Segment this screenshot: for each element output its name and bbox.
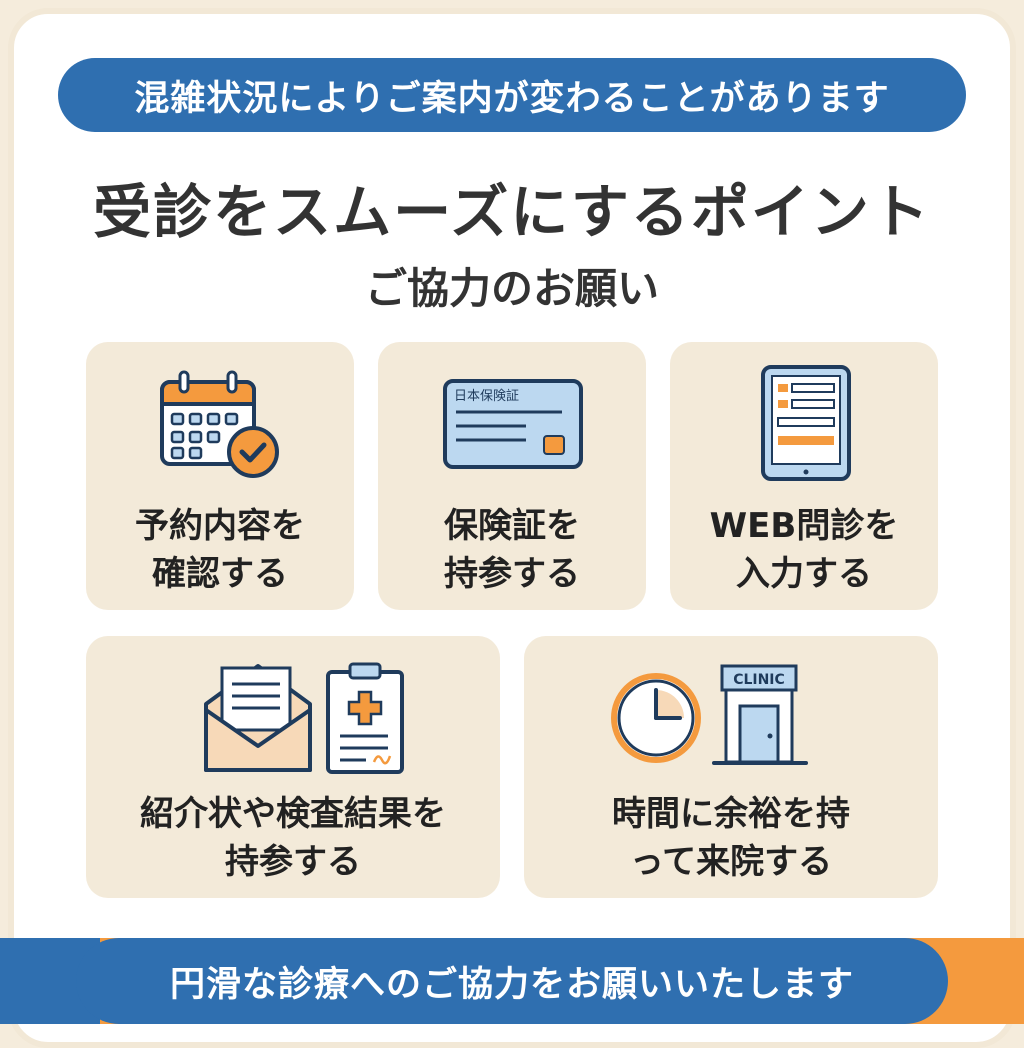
envelope-clipboard-icon: [204, 662, 404, 774]
card-label: 時間に余裕を持 って来院する: [612, 794, 850, 882]
card-text: 日本保険証: [454, 389, 519, 404]
insurance-card-icon: 日本保険証: [443, 379, 583, 469]
footer: 円滑な診療へのご協力をお願いいたします: [0, 938, 1024, 1024]
tablet-form-icon: [761, 365, 851, 481]
card-confirm-reservation: 予約内容を 確認する: [86, 342, 354, 610]
clinic-sign-text: CLINIC: [733, 672, 785, 688]
footer-banner: 円滑な診療へのご協力をお願いいたします: [76, 938, 948, 1024]
card-arrive-early: CLINIC 時間に余裕を持 って来院する: [524, 636, 938, 898]
card-label: 紹介状や検査結果を 持参する: [140, 794, 446, 882]
card-bring-insurance: 日本保険証 保険証を 持参する: [378, 342, 646, 610]
card-label: 予約内容を 確認する: [135, 506, 305, 594]
calendar-check-icon: [160, 370, 279, 478]
page-subtitle: ご協力のお願い: [364, 264, 659, 313]
notice-banner: 混雑状況によりご案内が変わることがあります: [58, 58, 966, 132]
page-title: 受診をスムーズにするポイント: [93, 178, 931, 246]
card-label: WEB問診を 入力する: [709, 506, 899, 594]
clock-clinic-icon: CLINIC: [611, 664, 808, 765]
card-label: 保険証を 持参する: [444, 506, 580, 594]
card-web-questionnaire: WEB問診を 入力する: [670, 342, 938, 610]
footer-message: 円滑な診療へのご協力をお願いいたします: [169, 964, 854, 1005]
notice-text: 混雑状況によりご案内が変わることがあります: [134, 78, 890, 119]
card-bring-referral: 紹介状や検査結果を 持参する: [86, 636, 500, 898]
